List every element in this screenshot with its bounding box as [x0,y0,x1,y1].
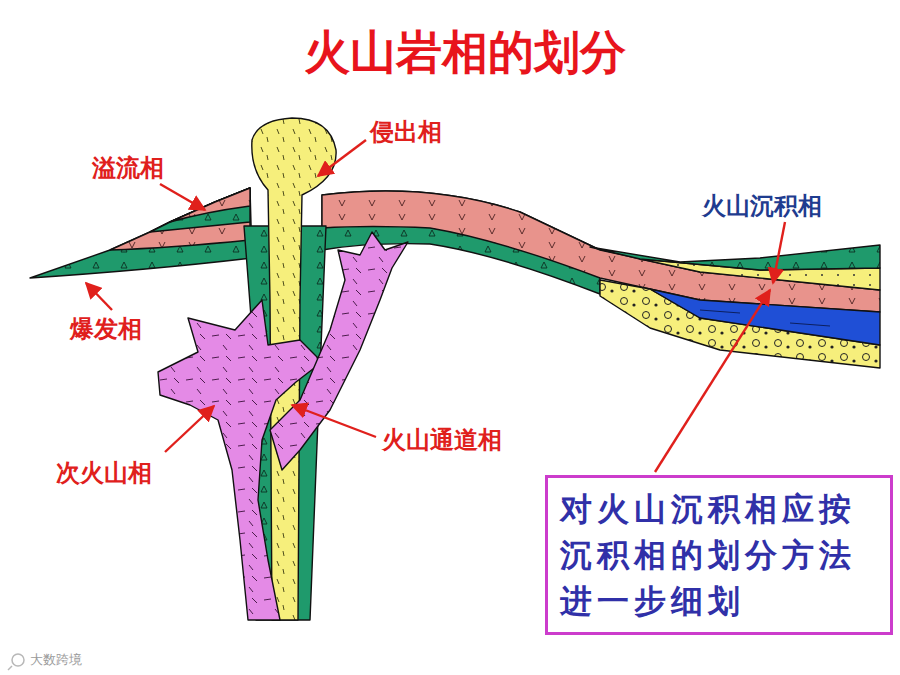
facies-label: 侵出相 [370,116,442,148]
callout-box: 对火山沉积相应按 沉积相的划分方法 进一步细划 [545,475,893,635]
facies-label: 次火山相 [56,457,152,489]
watermark: 大数跨境 [30,651,82,669]
diagram-title: 火山岩相的划分 [304,22,626,84]
callout-text: 对火山沉积相应按 沉积相的划分方法 进一步细划 [560,486,878,624]
facies-label: 火山沉积相 [702,190,822,222]
facies-label: 爆发相 [70,313,142,345]
facies-label: 溢流相 [92,152,164,184]
facies-label: 火山通道相 [382,424,502,456]
